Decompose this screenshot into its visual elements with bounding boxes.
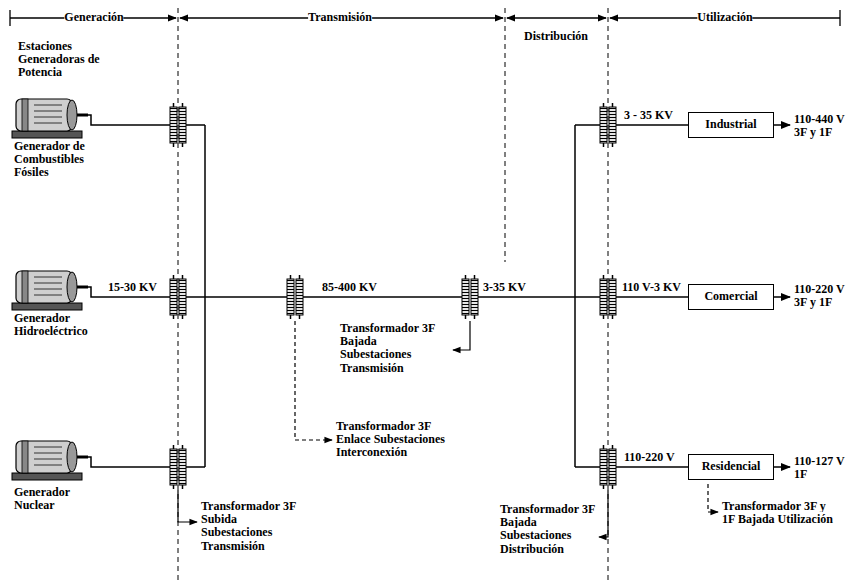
header-line — [507, 17, 606, 18]
diagram-label: Transformador 3F Subida Subestaciones Tr… — [201, 500, 305, 553]
leader-line — [178, 490, 197, 522]
diagram-label: Estaciones Generadoras de Potencia — [18, 40, 100, 80]
wire — [192, 124, 205, 126]
label-text: Estaciones Generadoras de Potencia — [18, 39, 100, 79]
divider-line — [505, 8, 506, 262]
diagram-label: 110-440 V 3F y 1F — [794, 113, 852, 139]
sector-box: Industrial — [688, 112, 774, 138]
nuclear-generator — [12, 441, 94, 480]
label-text: Distribución — [524, 29, 588, 43]
label-text: Utilización — [697, 10, 752, 24]
header-tick — [839, 10, 840, 26]
hydro-generator — [12, 271, 94, 310]
label-text: 110-440 V 3F y 1F — [794, 112, 845, 139]
section-header-lines — [10, 10, 840, 26]
sector-box: Residencial — [688, 454, 774, 480]
diagram-label: 110 V-3 KV — [622, 281, 681, 294]
sector-box: Comercial — [688, 284, 774, 310]
label-text: Generador de Combustibles Fósiles — [14, 139, 85, 179]
wire — [94, 124, 164, 126]
label-text: 3 - 35 KV — [624, 108, 673, 122]
diagram-label: Generación — [64, 11, 123, 24]
label-text: 110-127 V 1F — [794, 454, 845, 481]
diagram-label: Transformador 3F Enlace Subestaciones In… — [336, 420, 448, 460]
label-text: Transmisión — [308, 10, 372, 24]
transformer-symbol — [164, 275, 192, 319]
diagram-label: 110-127 V 1F — [794, 455, 852, 481]
label-text: Generación — [64, 10, 123, 24]
diagram-label: Generador Nuclear — [14, 486, 94, 512]
diagram-label: Distribución — [524, 30, 588, 43]
wire — [94, 466, 164, 468]
section-dividers — [178, 8, 608, 583]
label-text: 110-220 V 3F y 1F — [794, 282, 845, 309]
diagram-label: 110-220 V 3F y 1F — [794, 283, 852, 309]
bus-bar — [574, 125, 576, 467]
diagram-label: 110-220 V — [624, 451, 675, 464]
fossil-generator — [12, 99, 94, 138]
wire — [94, 296, 164, 298]
diagram-label: Transformador 3F y 1F Bajada Utilización — [722, 500, 834, 526]
wire — [309, 296, 456, 298]
box-text: Comercial — [704, 290, 757, 303]
box-text: Industrial — [705, 118, 756, 131]
transformer-symbol — [594, 275, 622, 319]
diagram-label: Transformador 3F Bajada Subestaciones Tr… — [340, 322, 450, 375]
diagram-label: Utilización — [697, 11, 752, 24]
label-text: 15-30 KV — [108, 280, 157, 294]
diagram-label: 85-400 KV — [322, 281, 377, 294]
wire — [575, 466, 594, 468]
box-text: Residencial — [702, 460, 761, 473]
label-text: Transformador 3F Subida Subestaciones Tr… — [201, 499, 296, 553]
label-text: Transformador 3F y 1F Bajada Utilización — [722, 499, 833, 526]
label-text: Generador Nuclear — [14, 485, 70, 512]
diagram-label: 15-30 KV — [108, 281, 157, 294]
power-wires — [94, 125, 790, 467]
diagram-label: Transformador 3F Bajada Subestaciones Di… — [500, 503, 596, 556]
transformer-symbol — [281, 275, 309, 319]
label-text: 85-400 KV — [322, 280, 377, 294]
transformer-symbol — [594, 103, 622, 147]
transformer-symbol — [164, 103, 192, 147]
leader-line — [295, 321, 332, 440]
leader-line — [708, 484, 718, 512]
diagram-label: Transmisión — [308, 11, 372, 24]
wire — [622, 124, 688, 126]
bus-bar — [204, 125, 206, 467]
label-text: Transformador 3F Bajada Subestaciones Tr… — [340, 321, 435, 375]
diagram-label: 3 - 35 KV — [624, 109, 673, 122]
wire — [484, 296, 594, 298]
label-text: 110 V-3 KV — [622, 280, 681, 294]
label-text: 110-220 V — [624, 450, 675, 464]
wire — [192, 466, 205, 468]
leader-line — [453, 321, 470, 350]
label-text: Transformador 3F Bajada Subestaciones Di… — [500, 502, 595, 556]
transformer-symbol — [456, 275, 484, 319]
header-tick — [9, 10, 10, 26]
diagram-label: Generador de Combustibles Fósiles — [14, 140, 118, 180]
output-arrow — [774, 296, 790, 298]
transformer-symbol — [594, 445, 622, 489]
output-arrow — [774, 466, 790, 468]
leader-line — [599, 490, 608, 537]
label-text: Transformador 3F Enlace Subestaciones In… — [336, 419, 445, 459]
transformer-symbol — [164, 445, 192, 489]
wire — [575, 124, 594, 126]
wire — [622, 466, 688, 468]
label-text: Generador Hidroeléctrico — [14, 311, 88, 338]
diagram-label: Generador Hidroeléctrico — [14, 312, 106, 338]
output-arrow — [774, 124, 790, 126]
label-text: 3-35 KV — [483, 280, 526, 294]
diagram-label: 3-35 KV — [483, 281, 526, 294]
wire — [622, 296, 688, 298]
